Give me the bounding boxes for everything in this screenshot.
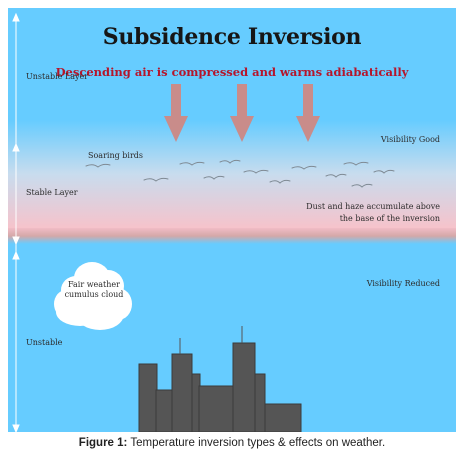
- descending-arrow: [164, 84, 188, 142]
- label-unstable: Unstable: [26, 338, 63, 347]
- inversion-layer: [8, 120, 456, 228]
- label-stable-layer: Stable Layer: [26, 188, 78, 197]
- diagram-title: Subsidence Inversion: [102, 24, 362, 50]
- label-dust-haze-line1: Dust and haze accumulate above: [306, 202, 440, 211]
- label-cloud-line2: cumulus cloud: [64, 290, 124, 299]
- inversion-diagram: Subsidence Inversion Descending air is c…: [8, 8, 456, 432]
- label-visibility-good: Visibility Good: [380, 135, 440, 144]
- soaring-birds: [85, 159, 395, 188]
- label-visibility-reduced: Visibility Reduced: [366, 279, 440, 288]
- descending-arrows: [164, 84, 320, 142]
- label-cloud-line1: Fair weather: [68, 280, 120, 289]
- label-unstable-layer: Unstable Layer: [26, 72, 89, 81]
- label-dust-haze-line2: the base of the inversion: [339, 214, 440, 223]
- descending-arrow: [230, 84, 254, 142]
- inversion-base: [8, 228, 456, 244]
- caption-prefix: Figure 1:: [78, 437, 128, 449]
- cumulus-cloud: [54, 262, 132, 330]
- descending-arrow: [296, 84, 320, 142]
- figure-caption: Figure 1: Temperature inversion types & …: [0, 437, 464, 449]
- label-soaring-birds: Soaring birds: [88, 151, 143, 160]
- caption-text: Temperature inversion types & effects on…: [127, 437, 386, 449]
- city-buildings: [138, 326, 302, 432]
- diagram-canvas: [8, 8, 456, 432]
- diagram-subtitle: Descending air is compressed and warms a…: [55, 65, 409, 79]
- vertical-scale: [12, 12, 20, 432]
